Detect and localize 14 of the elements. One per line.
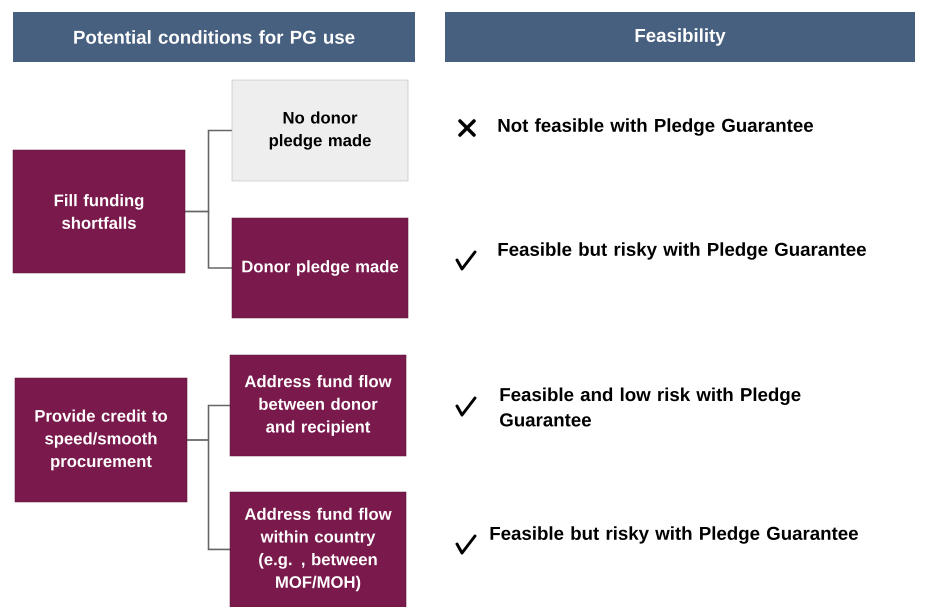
connector (187, 439, 230, 550)
condition-box: No donor pledge made (232, 80, 408, 182)
condition-box: Address fund flow between donor and recipient (230, 354, 406, 456)
header-bar: Feasibility (445, 12, 915, 62)
condition-box: Fill funding shortfalls (12, 150, 186, 274)
feasibility-text: Not feasible with Pledge Guarantee (498, 118, 813, 136)
feasibility-text: Feasible but risky with Pledge Guarantee (498, 242, 866, 260)
feasibility-text: Feasible but risky with Pledge Guarantee (490, 526, 858, 544)
header-bar: Potential conditions for PG use (13, 12, 415, 62)
connector (185, 210, 232, 269)
condition-box: Provide credit to speed/smooth procurement (14, 378, 188, 502)
condition-box: Donor pledge made (232, 218, 408, 318)
condition-box: Address fund flow within country (e.g. , between MOF/MOH) (230, 492, 406, 607)
feasibility-text: Feasible and low risk with Pledge Guarantee (500, 387, 800, 427)
